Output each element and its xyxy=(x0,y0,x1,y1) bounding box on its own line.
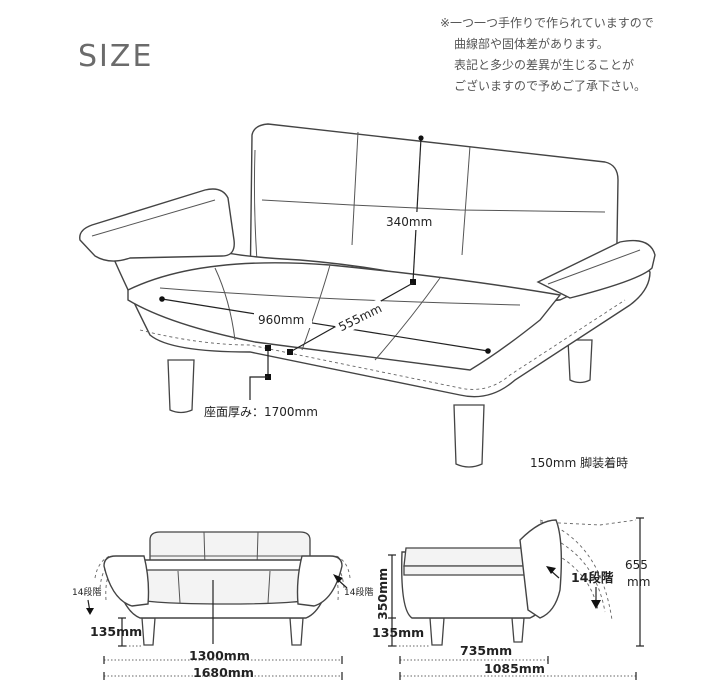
note-line-4: ございますので予めご了承下さい。 xyxy=(454,78,646,93)
disclaimer-note: ※一つ一つ手作りで作られていますので 曲線部や固体差があります。 表記と多少の差… xyxy=(440,16,654,93)
sofa-side-view xyxy=(401,519,637,646)
sofa-front-view xyxy=(94,531,351,646)
side-dimension-lines: 350mm 135mm 14段階 655 mm 735mm 1085mm xyxy=(372,517,650,680)
back-height-label: 340mm xyxy=(386,215,432,229)
left-armrest xyxy=(79,188,235,262)
seat-width-label: 960mm xyxy=(258,313,304,327)
main-dimension-lines: 340mm 960mm 555mm 座面厚み：1700mm 150mm 脚装着時 xyxy=(159,135,628,470)
back-right-leg xyxy=(567,339,593,384)
side-leg-height-label: 135mm xyxy=(372,625,424,640)
right-recline-steps: 14段階 xyxy=(344,586,373,598)
page-title: SIZE xyxy=(78,39,153,74)
front-leg-height-label: 135mm xyxy=(90,624,142,639)
side-seat-depth-label: 735mm xyxy=(460,643,512,658)
total-height-unit: mm xyxy=(627,575,650,589)
total-height-value: 655 xyxy=(625,558,648,572)
left-recline-steps: 14段階 xyxy=(72,586,101,598)
sofa-perspective-illustration xyxy=(79,123,656,468)
note-line-2: 曲線部や固体差があります。 xyxy=(454,36,609,51)
total-depth-label: 1085mm xyxy=(484,661,545,676)
seat-thickness-label: 座面厚み：1700mm xyxy=(204,404,318,419)
leg-note: 150mm 脚装着時 xyxy=(530,455,628,470)
total-width-label: 1680mm xyxy=(193,665,254,680)
front-right-leg xyxy=(453,404,485,468)
front-left-leg xyxy=(167,359,195,414)
inner-width-label: 1300mm xyxy=(189,648,250,663)
seat-height-label: 350mm xyxy=(375,568,390,620)
note-line-3: 表記と多少の差異が生じることが xyxy=(454,57,634,72)
side-recline-steps: 14段階 xyxy=(571,570,614,585)
note-line-1: ※一つ一つ手作りで作られていますので xyxy=(440,16,654,30)
front-dimension-lines: 14段階 14段階 135mm 1300mm 1680mm xyxy=(72,574,373,680)
